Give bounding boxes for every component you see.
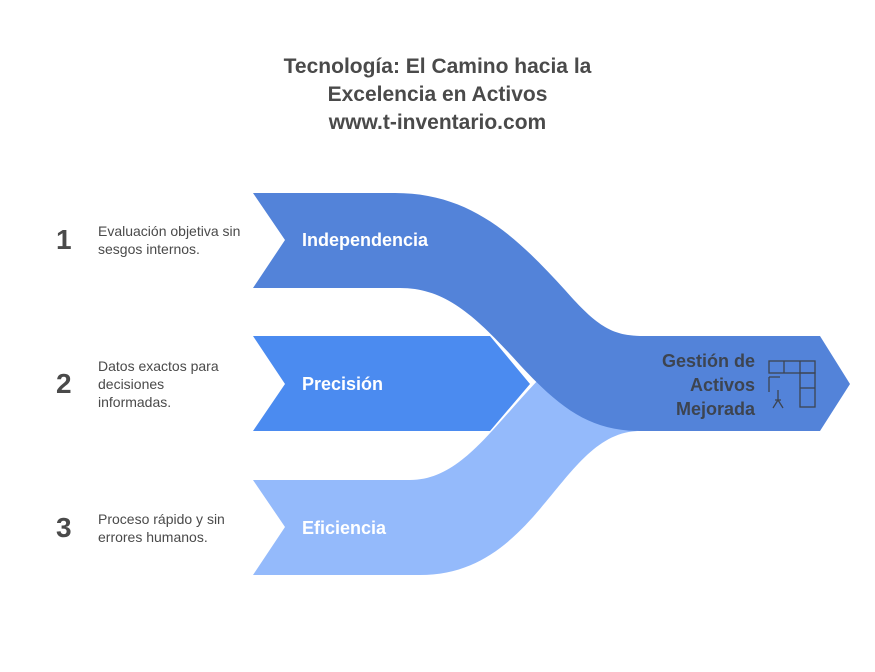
step-label: Eficiencia	[302, 518, 387, 538]
step-number: 2	[56, 368, 72, 399]
step-number: 3	[56, 512, 72, 543]
band-precision	[253, 336, 530, 431]
diagram-title: Tecnología: El Camino hacia la Excelenci…	[0, 53, 875, 137]
step-label: Precisión	[302, 374, 384, 394]
title-line-2: Excelencia en Activos	[327, 83, 548, 106]
step-number: 1	[56, 224, 72, 255]
title-url: www.t-inventario.com	[328, 111, 547, 134]
step-label: Independencia	[302, 230, 429, 250]
floor-plan-icon	[768, 360, 816, 409]
band-independencia	[253, 193, 850, 431]
step-description: Datos exactos para decisiones informadas…	[98, 358, 219, 410]
step-description: Evaluación objetiva sin sesgos internos.	[98, 223, 241, 257]
band-eficiencia	[253, 378, 640, 575]
title-line-1: Tecnología: El Camino hacia la	[283, 55, 592, 78]
step-description: Proceso rápido y sin errores humanos.	[98, 511, 225, 545]
goal-label: Gestión de Activos Mejorada	[661, 351, 755, 419]
